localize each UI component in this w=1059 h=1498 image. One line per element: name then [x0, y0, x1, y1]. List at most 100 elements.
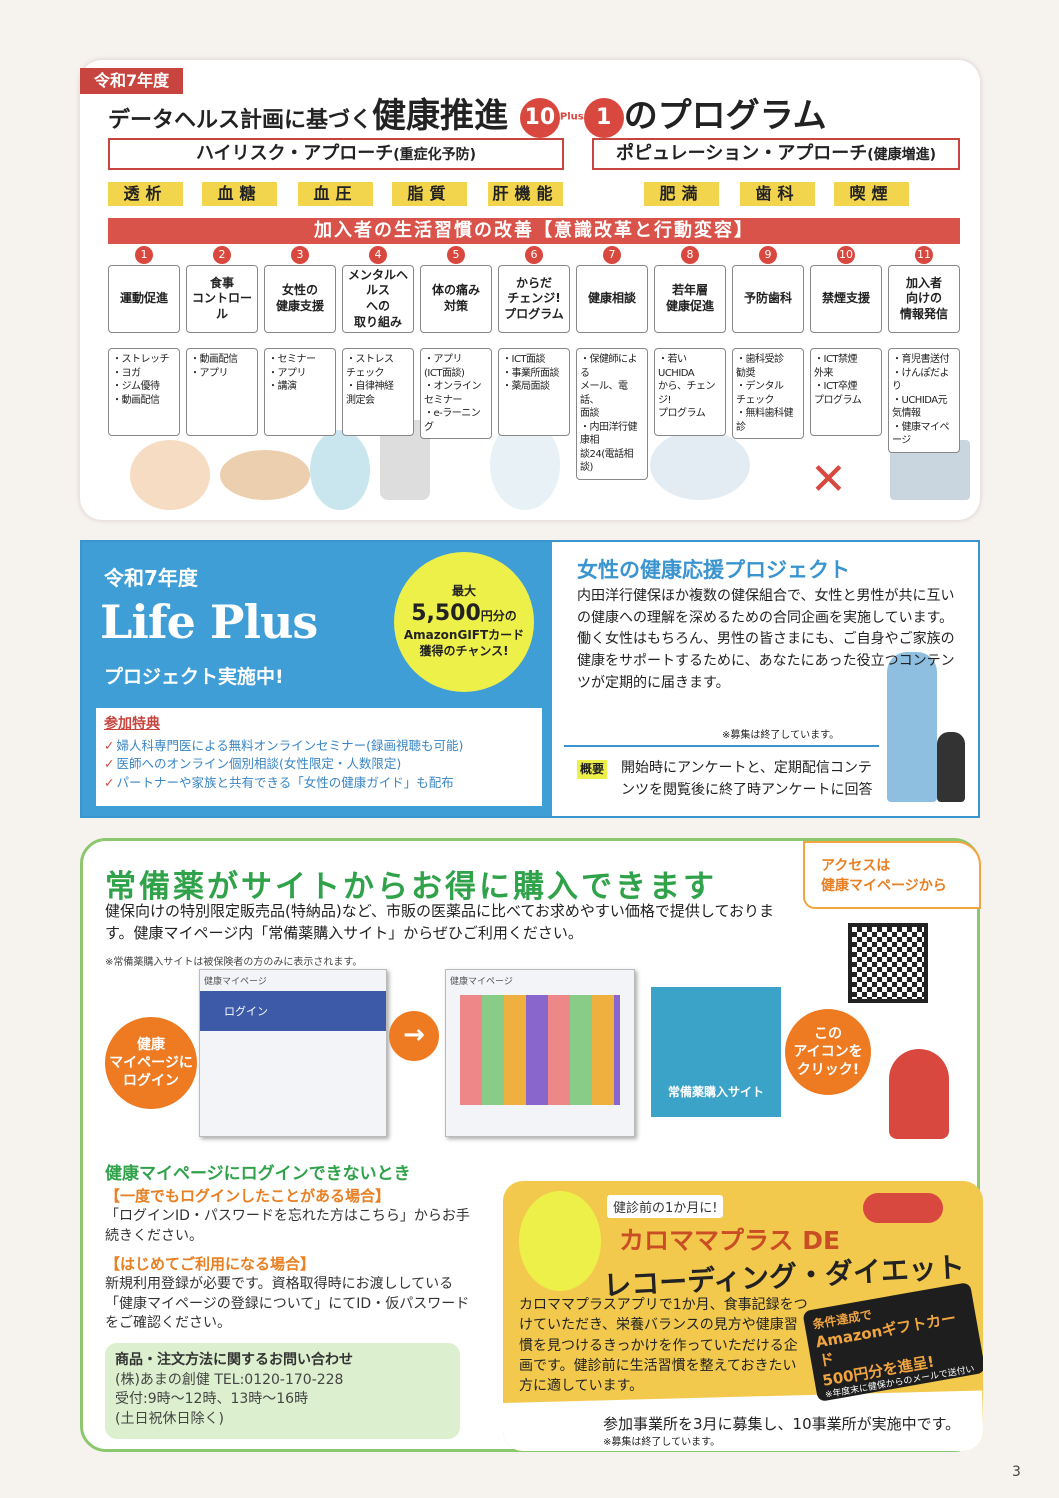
case1-title: 【一度でもログインしたことがある場合】	[105, 1187, 391, 1205]
medicine-body: 健保向けの特別限定販売品(特納品)など、市販の医薬品に比べてお求めやすい価格で提…	[105, 902, 775, 942]
category-label: 血糖	[202, 182, 277, 206]
login-help-title: 健康マイページにログインできないとき	[105, 1164, 411, 1184]
mypage-screenshot: 健康マイページ	[445, 969, 635, 1137]
title-main: 健康推進	[372, 96, 509, 136]
program-number: 10	[837, 246, 855, 264]
lifestyle-banner: 加入者の生活習慣の改善【意識改革と行動変容】	[108, 218, 960, 244]
case2-title: 【はじめてご利用になる場合】	[105, 1255, 316, 1273]
yoga-illustration	[130, 440, 210, 510]
mascot-icon	[863, 1193, 943, 1223]
qr-code[interactable]	[848, 923, 928, 1003]
arrow-right-icon: →	[389, 1011, 439, 1061]
program-details: ・ICT禁煙 外来 ・ICT卒煙 プログラム	[810, 348, 882, 436]
overview: 概要開始時にアンケートと、定期配信コンテンツを閲覧後に終了時アンケートに回答	[577, 758, 877, 801]
life-plus-section: 令和7年度 Life Plus プロジェクト実施中! 最大 5,500円分の A…	[80, 540, 980, 818]
program-number: 3	[291, 246, 309, 264]
medicine-site-icon[interactable]: 常備薬購入サイト	[651, 987, 781, 1117]
program-number: 9	[759, 246, 777, 264]
program-number: 8	[681, 246, 699, 264]
program-details: ・保健師による メール、電話、 面談 ・内田洋行健康相 談24(電話相談)	[576, 348, 648, 480]
access-note: アクセスは 健康マイページから	[803, 841, 981, 909]
life-plus-subtitle: プロジェクト実施中!	[104, 666, 284, 688]
perk-item: 婦人科専門医による無料オンラインセミナー(録画視聴も可能)	[104, 737, 534, 755]
program-details: ・育児書送付 ・けんぽだより ・UCHIDA元気情報 ・健康マイページ	[888, 348, 960, 453]
year-tag: 令和7年度	[80, 68, 184, 94]
category-label: 肝機能	[488, 182, 563, 206]
program-box: 若年層 健康促進	[654, 265, 726, 333]
program-number: 5	[447, 246, 465, 264]
case1-body: 「ログインID・パスワードを忘れた方はこちら」からお手続きください。	[105, 1208, 470, 1244]
title-suffix: のプログラム	[623, 96, 827, 136]
woman-illustration	[310, 430, 370, 510]
meal-illustration	[220, 450, 310, 500]
diet-tag: 健診前の1か月に!	[607, 1195, 724, 1218]
child-illustration	[937, 732, 965, 802]
badge-1: 1	[583, 97, 624, 138]
program-details: ・セミナー ・アプリ ・講演	[264, 348, 336, 436]
program-box: 体の痛み 対策	[420, 265, 492, 333]
program-number: 2	[213, 246, 231, 264]
medicine-section: 常備薬がサイトからお得に購入できます アクセスは 健康マイページから 健保向けの…	[80, 838, 983, 1452]
women-health-title: 女性の健康応援プロジェクト	[577, 558, 850, 582]
diet-note: ※募集は終了しています。	[603, 1437, 721, 1448]
gift-circle: 最大 5,500円分の AmazonGIFTカード 獲得のチャンス!	[394, 552, 534, 692]
mascot-illustration	[889, 1049, 949, 1139]
medicine-note: ※常備薬購入サイトは被保険者の方のみに表示されます。	[105, 957, 363, 968]
program-box: 運動促進	[108, 265, 180, 333]
life-plus-logo: Life Plus	[100, 595, 318, 649]
program-number: 7	[603, 246, 621, 264]
program-box: メンタルヘルス への 取り組み	[342, 265, 414, 333]
category-label: 脂質	[392, 182, 467, 206]
category-label: 歯科	[740, 182, 815, 206]
program-box: 加入者 向けの 情報発信	[888, 265, 960, 333]
women-health-body: 内田洋行健保ほか複数の健保組合で、女性と男性が共に互いの健康への理解を深めるため…	[577, 588, 955, 691]
life-plus-panel: 令和7年度 Life Plus プロジェクト実施中! 最大 5,500円分の A…	[82, 542, 552, 816]
program-details: ・アプリ (ICT面談) ・オンライン セミナー ・e-ラーニング	[420, 348, 492, 439]
woman-celebrating-illustration	[519, 1191, 601, 1291]
program-box: からだ チェンジ! プログラム	[498, 265, 570, 333]
program-details: ・動画配信 ・アプリ	[186, 348, 258, 436]
program-number: 11	[915, 246, 933, 264]
program-details: ・ICT面談 ・事業所面談 ・薬局面談	[498, 348, 570, 436]
contact-hours: 受付:9時〜12時、13時〜16時	[115, 1391, 309, 1408]
year-label: 令和7年度	[104, 566, 198, 590]
high-risk-approach: ハイリスク・アプローチ(重症化予防)	[108, 138, 564, 170]
program-box: 禁煙支援	[810, 265, 882, 333]
category-label: 透析	[108, 182, 183, 206]
program-box: 予防歯科	[732, 265, 804, 333]
contact-closed: (土日祝休日除く)	[115, 1410, 224, 1427]
title-prefix: データヘルス計画に基づく	[108, 108, 373, 133]
login-screenshot: 健康マイページ ログイン	[199, 969, 387, 1137]
badge-10: 10	[519, 97, 560, 138]
program-details: ・若いUCHIDA から、チェンジ! プログラム	[654, 348, 726, 436]
program-number: 1	[135, 246, 153, 264]
perks-box: 参加特典 婦人科専門医による無料オンラインセミナー(録画視聴も可能) 医師へのオ…	[96, 708, 542, 806]
program-details: ・ストレッチ ・ヨガ ・ジム優待 ・動画配信	[108, 348, 180, 436]
diet-title1: カロママプラス DE	[619, 1226, 841, 1255]
page-number: 3	[1012, 1464, 1021, 1480]
login-step-circle: 健康 マイページに ログイン	[105, 1017, 197, 1109]
family-illustration	[887, 652, 937, 802]
program-number: 6	[525, 246, 543, 264]
recruit-ended-note: ※募集は終了しています。	[722, 730, 840, 741]
perk-item: 医師へのオンライン個別相談(女性限定・人数限定)	[104, 755, 534, 773]
medicine-title: 常備薬がサイトからお得に購入できます	[105, 869, 717, 905]
program-details: ・歯科受診 勧奨 ・デンタル チェック ・無料歯科健診	[732, 348, 804, 439]
category-label: 喫煙	[834, 182, 909, 206]
contact-box: 商品・注文方法に関するお問い合わせ (株)あまの創健 TEL:0120-170-…	[105, 1343, 460, 1439]
program-box: 健康相談	[576, 265, 648, 333]
contact-phone: (株)あまの創健 TEL:0120-170-228	[115, 1371, 344, 1388]
program-number: 4	[369, 246, 387, 264]
recording-diet-box: 健診前の1か月に! カロママプラス DE レコーディング・ダイエット カロママプ…	[503, 1181, 983, 1451]
walking-people-illustration	[650, 430, 750, 500]
perk-item: パートナーや家族と共有できる「女性の健康ガイド」も配布	[104, 774, 534, 792]
diet-body: カロママプラスアプリで1か月、食事記録をつけていただき、栄養バランスの見方や健康…	[519, 1297, 808, 1395]
program-details: ・ストレス チェック ・自律神経 測定会	[342, 348, 414, 436]
badge-plus: Plus	[559, 111, 584, 123]
click-icon-circle: この アイコンを クリック!	[785, 1009, 871, 1095]
category-label: 肥満	[644, 182, 719, 206]
category-label: 血圧	[298, 182, 373, 206]
